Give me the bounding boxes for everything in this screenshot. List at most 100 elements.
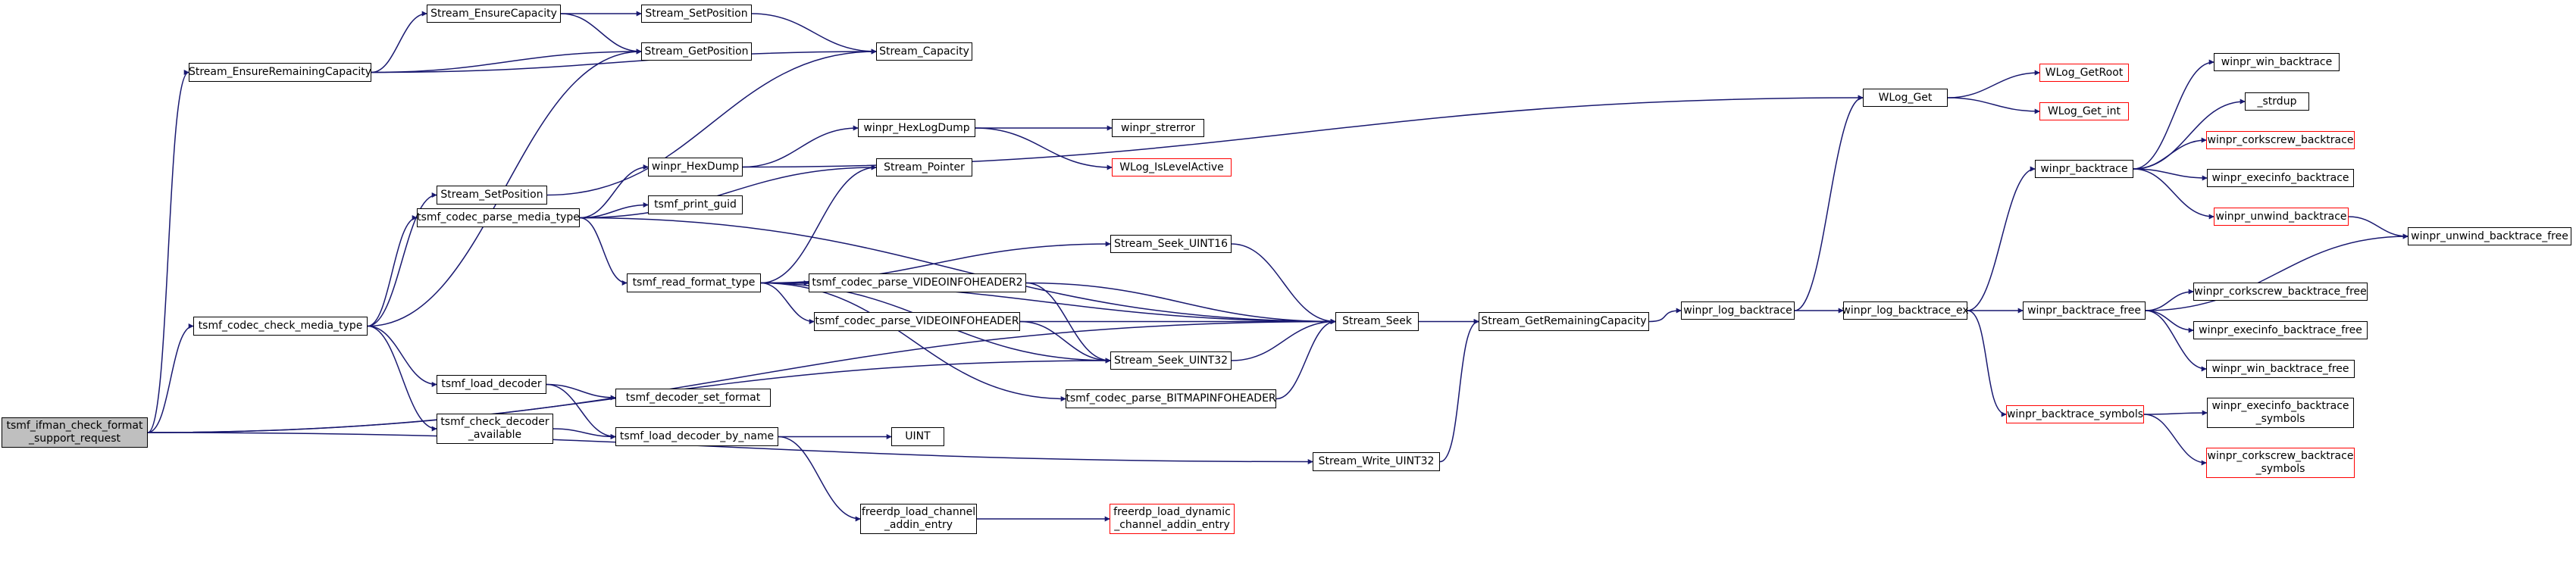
call-edge-root-to-write_u32 xyxy=(147,432,1313,464)
node-wlog-get-int[interactable]: WLog_Get_int xyxy=(2039,102,2129,120)
call-edge-backtrace_free-to-execinfo_free xyxy=(2145,310,2194,333)
node-winpr-execinfo-backtrace-symbols[interactable]: winpr_execinfo_backtrace _symbols xyxy=(2207,398,2354,428)
node-stream-capacity[interactable]: Stream_Capacity xyxy=(876,42,972,61)
call-edge-log_backtrace_ex-to-backtrace_symbols xyxy=(1967,310,2007,417)
call-edge-root-to-check_media xyxy=(147,323,194,433)
node-winpr-log-backtrace[interactable]: winpr_log_backtrace xyxy=(1681,301,1795,320)
node-winpr-backtrace[interactable]: winpr_backtrace xyxy=(2035,160,2133,178)
node-winpr-execinfo-backtrace-free[interactable]: winpr_execinfo_backtrace_free xyxy=(2193,321,2368,339)
call-edge-vih2-to-seek xyxy=(1025,282,1336,324)
call-edge-parse_media-to-read_format xyxy=(579,217,628,286)
node-stream-get-remaining-capacity[interactable]: Stream_GetRemainingCapacity xyxy=(1479,312,1649,331)
call-edge-check_media-to-load_decoder xyxy=(367,325,437,387)
node-stream-seek[interactable]: Stream_Seek xyxy=(1335,312,1419,331)
node-winpr-log-backtrace-ex[interactable]: winpr_log_backtrace_ex xyxy=(1842,301,1969,320)
node-stream-set-position[interactable]: Stream_SetPosition xyxy=(641,5,752,23)
node-wlog-getroot[interactable]: WLog_GetRoot xyxy=(2039,64,2129,82)
node-tsmf-codec-check-media-type[interactable]: tsmf_codec_check_media_type xyxy=(193,317,368,336)
call-edge-backtrace_free-to-unwind_free xyxy=(2145,233,2409,311)
call-edge-backtrace_symbols-to-corkscrew_symbols xyxy=(2143,414,2207,466)
call-edge-ensure_capacity-to-getpos xyxy=(560,13,642,55)
call-edge-check_media-to-parse_media xyxy=(367,215,418,327)
node-tsmf-codec-parse-media-type[interactable]: tsmf_codec_parse_media_type xyxy=(417,208,580,227)
node-tsmf-codec-parse-videoinfoheader2[interactable]: tsmf_codec_parse_VIDEOINFOHEADER2 xyxy=(809,273,1026,292)
call-edge-vih-to-seek_u32 xyxy=(1019,320,1111,364)
node-winpr-win-backtrace[interactable]: winpr_win_backtrace xyxy=(2214,53,2340,71)
node-winpr-corkscrew-backtrace-symbols[interactable]: winpr_corkscrew_backtrace _symbols xyxy=(2206,448,2355,478)
node-winpr-hexdump[interactable]: winpr_HexDump xyxy=(648,158,743,176)
node-tsmf-print-guid[interactable]: tsmf_print_guid xyxy=(648,195,743,214)
call-edge-parse_media-to-pointer xyxy=(579,164,877,219)
call-edge-wlog_get-to-wlog_getroot xyxy=(1947,70,2040,98)
node-stream-ensure-capacity[interactable]: Stream_EnsureCapacity xyxy=(427,5,561,23)
call-edge-load_by_name-to-load_channel xyxy=(778,436,861,522)
call-edge-setpos_mid-to-capacity xyxy=(546,48,877,196)
node-winpr-strerror[interactable]: winpr_strerror xyxy=(1112,119,1204,137)
node-winpr-hexlogdump[interactable]: winpr_HexLogDump xyxy=(858,119,975,137)
node-freerdp-load-channel-addin-entry[interactable]: freerdp_load_channel _addin_entry xyxy=(860,504,977,534)
call-edge-ensure_remaining-to-capacity xyxy=(371,48,877,73)
node-winpr-unwind-backtrace-free[interactable]: winpr_unwind_backtrace_free xyxy=(2408,227,2571,245)
call-edge-root-to-ensure_remaining xyxy=(147,70,189,433)
node-tsmf-check-decoder-available[interactable]: tsmf_check_decoder _available xyxy=(437,414,553,444)
node-wlog-get[interactable]: WLog_Get xyxy=(1863,89,1948,107)
call-edge-check_media-to-setpos_mid xyxy=(367,192,437,327)
node-tsmf-decoder-set-format[interactable]: tsmf_decoder_set_format xyxy=(615,389,771,407)
node-stream-write-uint32[interactable]: Stream_Write_UINT32 xyxy=(1313,452,1440,471)
call-edge-wlog_get-to-wlog_getint xyxy=(1947,97,2040,114)
call-edge-backtrace_free-to-win_free xyxy=(2145,310,2207,372)
node-stream-get-position[interactable]: Stream_GetPosition xyxy=(641,42,752,61)
call-edge-write_u32-to-get_remaining xyxy=(1439,319,1479,463)
call-edge-hexlogdump-to-islevelactive xyxy=(975,127,1113,170)
call-edge-hexdump-to-hexlogdump xyxy=(742,125,859,168)
node-winpr-corkscrew-backtrace[interactable]: winpr_corkscrew_backtrace xyxy=(2206,131,2355,149)
node-winpr-unwind-backtrace[interactable]: winpr_unwind_backtrace xyxy=(2214,208,2349,226)
call-edge-ensure_remaining-to-ensure_capacity xyxy=(371,11,427,73)
node-stream-seek-uint16[interactable]: Stream_Seek_UINT16 xyxy=(1110,235,1232,253)
call-edge-read_format-to-vih xyxy=(760,282,815,324)
call-edge-parse_media-to-seek xyxy=(579,217,1336,324)
node-stream-pointer[interactable]: Stream_Pointer xyxy=(876,158,972,176)
node-stream-seek-uint32[interactable]: Stream_Seek_UINT32 xyxy=(1110,351,1232,370)
call-edge-load_decoder-to-set_format xyxy=(546,383,616,401)
call-edge-backtrace-to-corkscrew_backtrace xyxy=(2133,137,2207,170)
node-tsmf-ifman-check-format-support-request[interactable]: tsmf_ifman_check_format _support_request xyxy=(2,417,148,448)
call-edge-check_media-to-check_decoder xyxy=(367,325,437,432)
call-edge-backtrace-to-win_backtrace xyxy=(2133,59,2214,170)
call-edge-bmih-to-seek xyxy=(1275,319,1336,400)
node-winpr-backtrace-free[interactable]: winpr_backtrace_free xyxy=(2023,301,2146,320)
call-edge-get_remaining-to-log_backtrace xyxy=(1648,308,1682,323)
node-stream-ensure-remaining-capacity[interactable]: Stream_EnsureRemainingCapacity xyxy=(189,63,371,82)
call-edge-read_format-to-pointer xyxy=(760,164,877,284)
node-tsmf-load-decoder-by-name[interactable]: tsmf_load_decoder_by_name xyxy=(615,427,778,446)
node-winpr-win-backtrace-free[interactable]: winpr_win_backtrace_free xyxy=(2206,360,2355,378)
call-edge-unwind_backtrace-to-unwind_free xyxy=(2348,216,2409,239)
node-freerdp-load-dynamic-channel-addin-entry[interactable]: freerdp_load_dynamic _channel_addin_entr… xyxy=(1110,504,1235,534)
call-edge-setpos_top-to-capacity xyxy=(751,13,877,55)
node-stream-set-position[interactable]: Stream_SetPosition xyxy=(437,186,547,205)
call-edge-load_decoder-to-load_by_name xyxy=(546,383,616,439)
node-tsmf-load-decoder[interactable]: tsmf_load_decoder xyxy=(437,375,546,394)
node-winpr-corkscrew-backtrace-free[interactable]: winpr_corkscrew_backtrace_free xyxy=(2193,283,2368,301)
node-winpr-execinfo-backtrace[interactable]: winpr_execinfo_backtrace xyxy=(2207,169,2354,187)
call-edge-log_backtrace-to-wlog_get xyxy=(1794,95,1864,311)
node-tsmf-read-format-type[interactable]: tsmf_read_format_type xyxy=(627,273,761,292)
node-uint[interactable]: UINT xyxy=(891,427,944,446)
call-edge-backtrace-to-unwind_backtrace xyxy=(2133,168,2214,220)
node-winpr-backtrace-symbols[interactable]: winpr_backtrace_symbols xyxy=(2006,405,2144,423)
call-edge-ensure_remaining-to-getpos xyxy=(371,48,642,73)
call-edge-seek_u32-to-seek xyxy=(1231,319,1336,361)
node-tsmf-codec-parse-videoinfoheader[interactable]: tsmf_codec_parse_VIDEOINFOHEADER xyxy=(814,312,1020,331)
call-edge-check_decoder-to-load_by_name xyxy=(552,428,616,439)
call-edge-log_backtrace_ex-to-backtrace xyxy=(1967,166,2036,311)
call-edge-read_format-to-bmih xyxy=(760,282,1066,401)
node-tsmf-codec-parse-bitmapinfoheader[interactable]: tsmf_codec_parse_BITMAPINFOHEADER xyxy=(1066,389,1276,408)
call-edge-backtrace_symbols-to-execinfo_symbols xyxy=(2143,410,2208,416)
call-edge-root-to-seek xyxy=(147,319,1336,433)
call-edge-parse_media-to-hexdump xyxy=(579,164,649,219)
node-wlog-islevelactive[interactable]: WLog_IsLevelActive xyxy=(1112,158,1232,176)
call-edge-seek_u16-to-seek xyxy=(1231,243,1336,324)
call-edge-backtrace-to-execinfo_backtrace xyxy=(2133,168,2208,181)
node-strdup[interactable]: _strdup xyxy=(2245,92,2309,111)
